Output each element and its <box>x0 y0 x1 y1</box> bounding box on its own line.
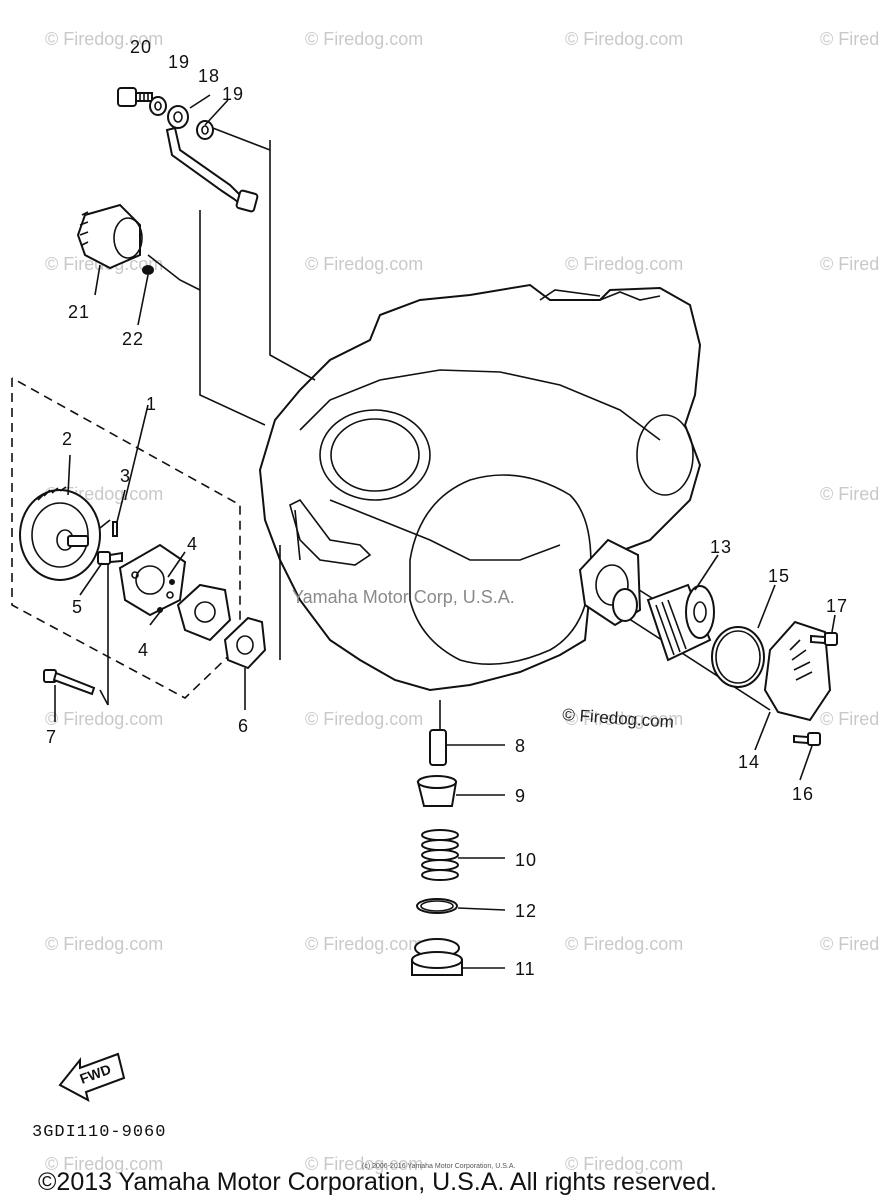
copyright-notice: ©2013 Yamaha Motor Corporation, U.S.A. A… <box>38 1168 717 1196</box>
crankcase-cover <box>258 283 702 692</box>
watermark: © Firedog.com <box>305 1154 423 1174</box>
screw-16 <box>793 732 821 746</box>
filter-cover-14 <box>763 620 832 722</box>
callout-11[interactable]: 11 <box>515 959 536 979</box>
watermark: © Firedog.com <box>45 29 163 49</box>
callout-4[interactable]: 4 <box>187 534 198 554</box>
watermark: © Firedog.com <box>305 254 423 274</box>
oil-filter-group <box>578 538 838 746</box>
callout-2[interactable]: 2 <box>62 429 73 449</box>
center-watermark: Yamaha Motor Corp, U.S.A. <box>292 587 515 607</box>
oil-pump-gear-2 <box>19 486 101 581</box>
o-ring-15 <box>711 626 765 688</box>
callout-19[interactable]: 19 <box>168 52 190 72</box>
callout-leaders <box>54 94 836 969</box>
key-22 <box>142 265 154 275</box>
pump-body <box>118 543 187 617</box>
callout-1[interactable]: 1 <box>146 394 157 414</box>
watermark: © Firedog.com <box>305 709 423 729</box>
fwd-arrow-icon: FWD <box>58 1052 126 1102</box>
callout-16[interactable]: 16 <box>792 784 814 804</box>
callout-13[interactable]: 13 <box>710 537 732 557</box>
callout-14[interactable]: 14 <box>738 752 760 772</box>
callout-9[interactable]: 9 <box>515 786 526 806</box>
callout-19[interactable]: 19 <box>222 84 244 104</box>
callout-22[interactable]: 22 <box>122 329 144 349</box>
screw-17 <box>810 632 838 646</box>
callout-7[interactable]: 7 <box>46 727 57 747</box>
spring-10 <box>421 829 459 881</box>
callout-10[interactable]: 10 <box>515 850 537 870</box>
watermark: © Firedog.com <box>820 934 880 954</box>
part-code: 3GDI110-9060 <box>32 1123 166 1142</box>
watermark: © Firedog.com <box>820 484 880 504</box>
watermark: © Firedog.com <box>565 254 683 274</box>
watermark: © Firedog.com <box>45 709 163 729</box>
strainer-8 <box>429 729 447 766</box>
pin-3 <box>112 521 118 537</box>
callout-numbers: 20 19 18 19 21 22 1 2 3 4 5 4 6 7 8 9 10… <box>46 37 848 979</box>
watermark: © Firedog.com <box>565 934 683 954</box>
watermark: © Firedog.com <box>565 29 683 49</box>
pipe-eye-18 <box>167 105 189 129</box>
watermark: © Firedog.com <box>305 934 423 954</box>
screw-5 <box>97 551 123 565</box>
watermark: © Firedog.com <box>565 709 683 729</box>
callout-20[interactable]: 20 <box>130 37 152 57</box>
callout-15[interactable]: 15 <box>768 566 790 586</box>
watermark: © Firedog.com <box>565 1154 683 1174</box>
oil-pipe-assembly <box>117 87 259 213</box>
washer-19-right <box>196 120 214 140</box>
gasket-6 <box>223 616 267 670</box>
watermark: © Firedog.com <box>820 29 880 49</box>
oil-delivery-pipe <box>165 126 250 208</box>
callout-12[interactable]: 12 <box>515 901 537 921</box>
bolt-20 <box>117 87 153 107</box>
watermark: © Firedog.com <box>820 709 880 729</box>
drain-stack <box>411 729 463 976</box>
cover-boss <box>289 498 372 566</box>
oil-pump-assembly-box <box>11 377 241 699</box>
watermark: © Firedog.com <box>45 934 163 954</box>
callout-21[interactable]: 21 <box>68 302 90 322</box>
watermark: © Firedog.com <box>820 254 880 274</box>
cover-bore-left <box>319 409 431 501</box>
pump-cover <box>157 579 232 642</box>
cover-bore-right <box>636 414 694 496</box>
callout-18[interactable]: 18 <box>198 66 220 86</box>
callout-3[interactable]: 3 <box>120 466 131 486</box>
callout-4[interactable]: 4 <box>138 640 149 660</box>
callout-8[interactable]: 8 <box>515 736 526 756</box>
callout-5[interactable]: 5 <box>72 597 83 617</box>
sleeve-21 <box>76 203 154 275</box>
bolt-7 <box>43 669 96 696</box>
tiny-notice: (c) 2006-2016 Yamaha Motor Corporation, … <box>362 1163 515 1170</box>
watermark: © Firedog.com <box>305 29 423 49</box>
watermark: © Firedog.com <box>45 1154 163 1174</box>
washer-19-left <box>149 96 167 116</box>
callout-17[interactable]: 17 <box>826 596 848 616</box>
callout-6[interactable]: 6 <box>238 716 249 736</box>
